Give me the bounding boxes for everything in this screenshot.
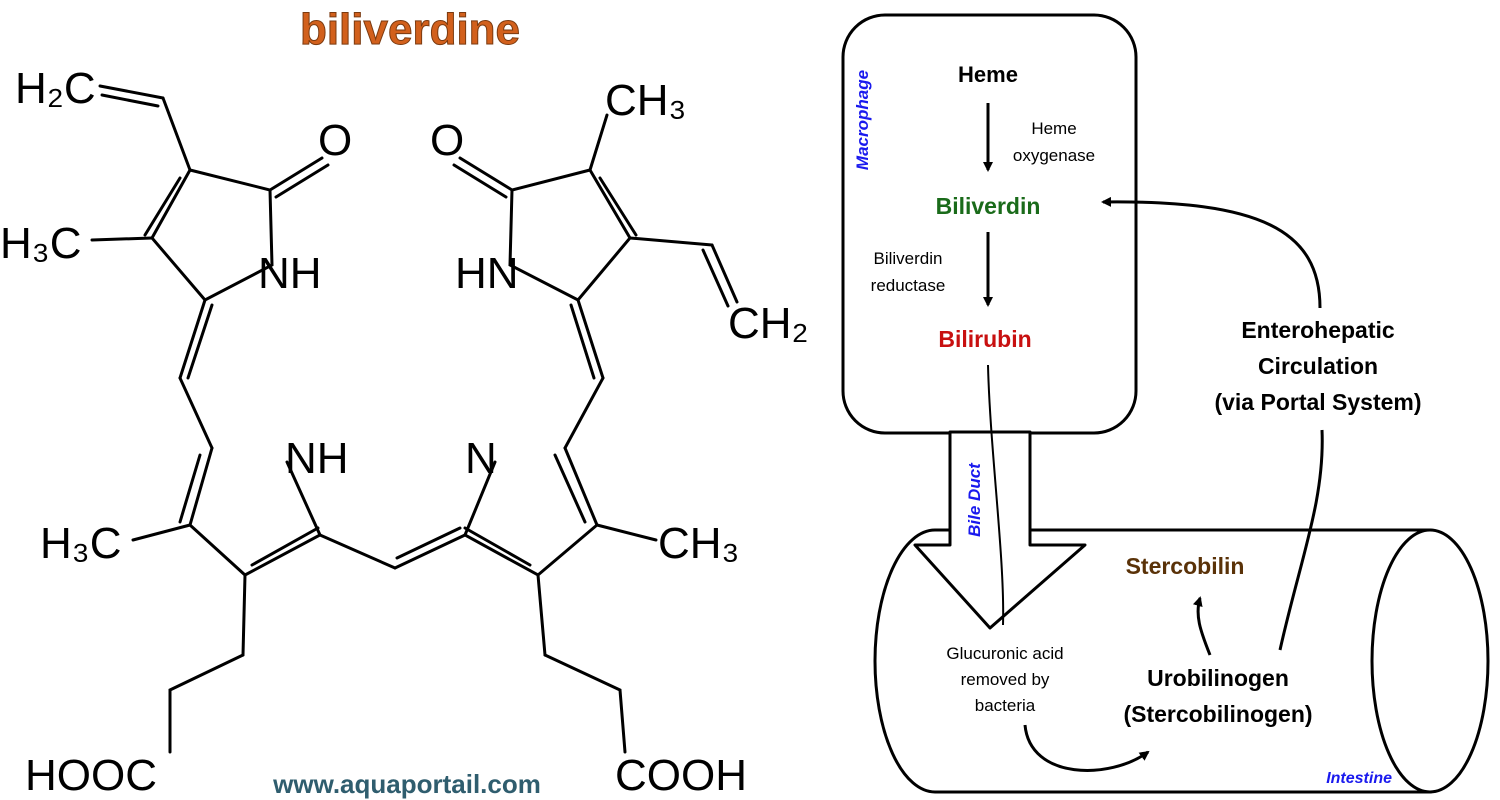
bile-duct-label: Bile Duct — [965, 462, 984, 537]
urobilinogen-label-line2: (Stercobilinogen) — [1123, 701, 1312, 727]
watermark: www.aquaportail.com — [272, 769, 541, 799]
biliverdin-label: Biliverdin — [936, 193, 1041, 219]
line-bilirubin-to-intestine — [987, 364, 1005, 626]
label-nh-left-bottom: NH — [285, 434, 349, 483]
macrophage-label: Macrophage — [853, 70, 872, 170]
intestine-label: Intestine — [1326, 770, 1392, 787]
urobilinogen-label-line1: Urobilinogen — [1147, 665, 1289, 691]
label-ketone-left: O — [318, 116, 352, 165]
glucuronic-label-line1: Glucuronic acid — [946, 644, 1063, 663]
enterohepatic-label-line1: Enterohepatic — [1241, 317, 1395, 343]
biliverdin-reductase-label-line1: Biliverdin — [874, 249, 943, 268]
heme-oxygenase-label-line2: oxygenase — [1013, 146, 1095, 165]
glucuronic-label-line3: bacteria — [975, 696, 1036, 715]
label-methyl-left-bottom: H₃C — [40, 519, 121, 568]
enterohepatic-label-line3: (via Portal System) — [1214, 389, 1421, 415]
arrow-urobilinogen-to-stercobilin — [1192, 596, 1212, 656]
heme-oxygenase-label-line1: Heme — [1031, 119, 1076, 138]
molecule-title: biliverdine — [300, 5, 520, 54]
label-methyl-right-bottom: CH₃ — [658, 519, 739, 568]
label-hn-right-top: HN — [455, 249, 519, 298]
label-vinyl-right: CH₂ — [728, 299, 809, 348]
label-acid-left: HOOC — [25, 751, 157, 800]
label-methyl-right-top: CH₃ — [605, 76, 686, 125]
label-nh-left-top: NH — [258, 249, 322, 298]
biliverdin-structure — [90, 84, 739, 754]
glucuronic-label-line2: removed by — [961, 670, 1050, 689]
enterohepatic-label-line2: Circulation — [1258, 353, 1378, 379]
biliverdin-reductase-label-line2: reductase — [871, 276, 946, 295]
label-methyl-left-top: H₃C — [0, 219, 81, 268]
atom-labels: H₂C O H₃C NH O CH₃ HN CH₂ NH N H₃C CH₃ H… — [0, 64, 809, 800]
bilirubin-label: Bilirubin — [938, 326, 1031, 352]
arrow-glucuronic-to-urobilinogen — [1023, 724, 1150, 772]
label-ketone-right: O — [430, 116, 464, 165]
label-n-right-bottom: N — [465, 434, 497, 483]
label-acid-right: COOH — [615, 751, 747, 800]
arrow-enterohepatic-circulation — [1278, 429, 1324, 651]
label-vinyl-left: H₂C — [15, 64, 96, 113]
heme-label: Heme — [958, 62, 1018, 87]
arrow-enterohepatic-return — [1101, 196, 1322, 309]
stercobilin-label: Stercobilin — [1126, 553, 1245, 579]
